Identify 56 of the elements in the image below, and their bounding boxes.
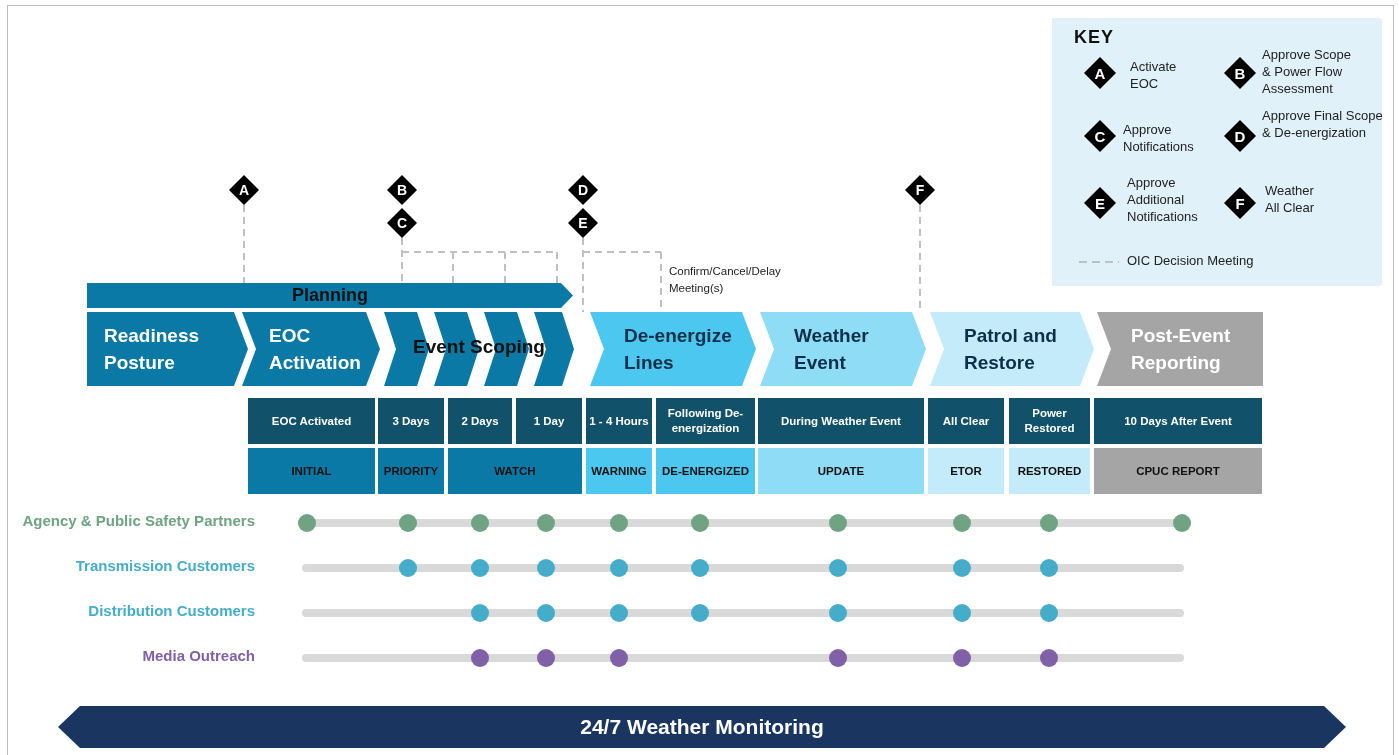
monitoring-band: 24/7 Weather Monitoring bbox=[58, 706, 1346, 748]
decision-meeting-line bbox=[401, 237, 558, 284]
planning-bar: Planning bbox=[87, 283, 573, 308]
timing-cell: All Clear bbox=[928, 398, 1004, 444]
notification-cell: WATCH bbox=[448, 448, 582, 494]
key-diamond: E bbox=[1084, 187, 1116, 219]
milestone-diamond: A bbox=[229, 175, 259, 205]
timing-cell: Power Restored bbox=[1009, 398, 1090, 444]
timing-cell: 10 Days After Event bbox=[1094, 398, 1262, 444]
notification-cell: ETOR bbox=[928, 448, 1004, 494]
key-diamond: C bbox=[1084, 120, 1116, 152]
notification-cell: RESTORED bbox=[1009, 448, 1090, 494]
milestone-diamond: D bbox=[568, 175, 598, 205]
audience-label: Agency & Public Safety Partners bbox=[21, 512, 255, 529]
milestone-diamond: B bbox=[387, 175, 417, 205]
phase-step: De-energize Lines bbox=[590, 312, 756, 386]
key-description: Activate EOC bbox=[1130, 58, 1178, 92]
milestone-diamond: C bbox=[387, 208, 417, 238]
legend-label: OIC Decision Meeting bbox=[1127, 253, 1254, 268]
phase-step: Patrol and Restore bbox=[930, 312, 1094, 386]
decision-meeting-line bbox=[243, 204, 245, 284]
audience-label: Media Outreach bbox=[141, 647, 255, 664]
notification-cell: INITIAL bbox=[248, 448, 375, 494]
key-description: Approve Notifications bbox=[1123, 121, 1195, 155]
key-description: Approve Scope & Power Flow Assessment bbox=[1262, 46, 1352, 97]
key-description: Weather All Clear bbox=[1265, 182, 1316, 216]
notification-cell: PRIORITY bbox=[378, 448, 444, 494]
notification-cell: DE-ENERGIZED bbox=[656, 448, 755, 494]
audience-label: Distribution Customers bbox=[87, 602, 255, 619]
decision-meeting-line bbox=[582, 237, 662, 313]
meeting-note: Confirm/Cancel/Delay Meeting(s) bbox=[669, 264, 782, 296]
timing-cell: 2 Days bbox=[448, 398, 512, 444]
key-diamond: F bbox=[1224, 187, 1256, 219]
key-description: Approve Final Scope & De-energization bbox=[1262, 107, 1384, 141]
notification-cell: CPUC REPORT bbox=[1094, 448, 1262, 494]
key-heading: KEY bbox=[1074, 27, 1114, 48]
phase-step: Readiness Posture bbox=[87, 312, 248, 386]
key-panel bbox=[1052, 18, 1382, 286]
timing-cell: During Weather Event bbox=[758, 398, 924, 444]
phase-step: Weather Event bbox=[760, 312, 926, 386]
phase-step: EOC Activation bbox=[242, 312, 380, 386]
phase-step: Post-Event Reporting bbox=[1097, 312, 1263, 386]
key-diamond: D bbox=[1224, 120, 1256, 152]
timing-cell: EOC Activated bbox=[248, 398, 375, 444]
notification-cell: WARNING bbox=[586, 448, 652, 494]
key-diamond: A bbox=[1084, 57, 1116, 89]
key-diamond: B bbox=[1224, 57, 1256, 89]
audience-label: Transmission Customers bbox=[74, 557, 255, 574]
key-description: Approve Additional Notifications bbox=[1127, 174, 1199, 225]
timing-cell: 1 - 4 Hours bbox=[586, 398, 652, 444]
timing-cell: 1 Day bbox=[516, 398, 582, 444]
milestone-diamond: E bbox=[568, 208, 598, 238]
milestone-diamond: F bbox=[905, 175, 935, 205]
timing-cell: 3 Days bbox=[378, 398, 444, 444]
timing-cell: Following De-energization bbox=[656, 398, 755, 444]
notification-cell: UPDATE bbox=[758, 448, 924, 494]
